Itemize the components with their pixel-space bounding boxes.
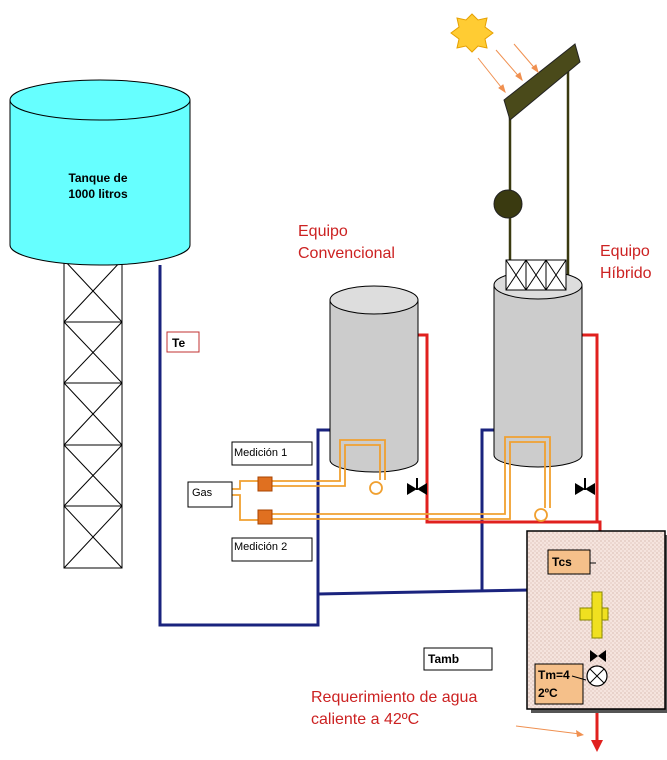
tank-tower <box>63 259 123 569</box>
te-sensor-box <box>166 331 200 353</box>
sun-rays <box>477 43 539 94</box>
sun-icon <box>450 13 494 53</box>
tm-sensor-label-line2: 2ºC <box>538 686 558 700</box>
hybrid-label-line1: Equipo <box>600 243 650 260</box>
tm-sensor-label-line1: Tm=4 <box>538 668 570 682</box>
heat-exchanger <box>505 259 567 291</box>
medicion1-label: Medición 1 <box>234 447 287 459</box>
tm-sensor-box <box>534 663 584 705</box>
tcs-sensor-box <box>547 549 591 575</box>
requirement-line2: caliente a 42ºC <box>311 711 419 728</box>
mixing-t-fitting <box>579 591 609 639</box>
tank-label-line1: Tanque de <box>68 171 127 185</box>
conventional-label-line1: Equipo <box>298 223 348 240</box>
hybrid-label-line2: Híbrido <box>600 265 652 282</box>
medicion1-box <box>231 441 313 466</box>
solar-collector <box>493 43 581 285</box>
expansion-bulb <box>493 189 523 219</box>
hybrid-heater <box>493 259 583 468</box>
mixing-valve <box>586 650 608 687</box>
valve-conventional <box>407 478 427 495</box>
tank-label-line2: 1000 litros <box>68 187 128 201</box>
tamb-sensor-box <box>423 647 493 671</box>
medicion2-label: Medición 2 <box>234 541 287 553</box>
gas-label: Gas <box>192 487 213 499</box>
tcs-sensor-label: Tcs <box>552 555 572 569</box>
requirement-line1: Requerimiento de agua <box>311 689 477 706</box>
valve-hybrid <box>575 478 595 495</box>
water-tank: Tanque de 1000 litros <box>9 79 191 266</box>
medicion2-box <box>231 537 313 562</box>
te-sensor-label: Te <box>172 336 185 350</box>
tamb-sensor-label: Tamb <box>428 652 459 666</box>
conventional-label-line2: Convencional <box>298 245 395 262</box>
gas-meters <box>257 476 273 525</box>
gas-box <box>187 481 233 508</box>
requirement-arrow <box>515 725 584 737</box>
conventional-heater <box>329 285 419 473</box>
outlet-arrow <box>591 740 603 752</box>
gas-lines <box>231 436 551 522</box>
